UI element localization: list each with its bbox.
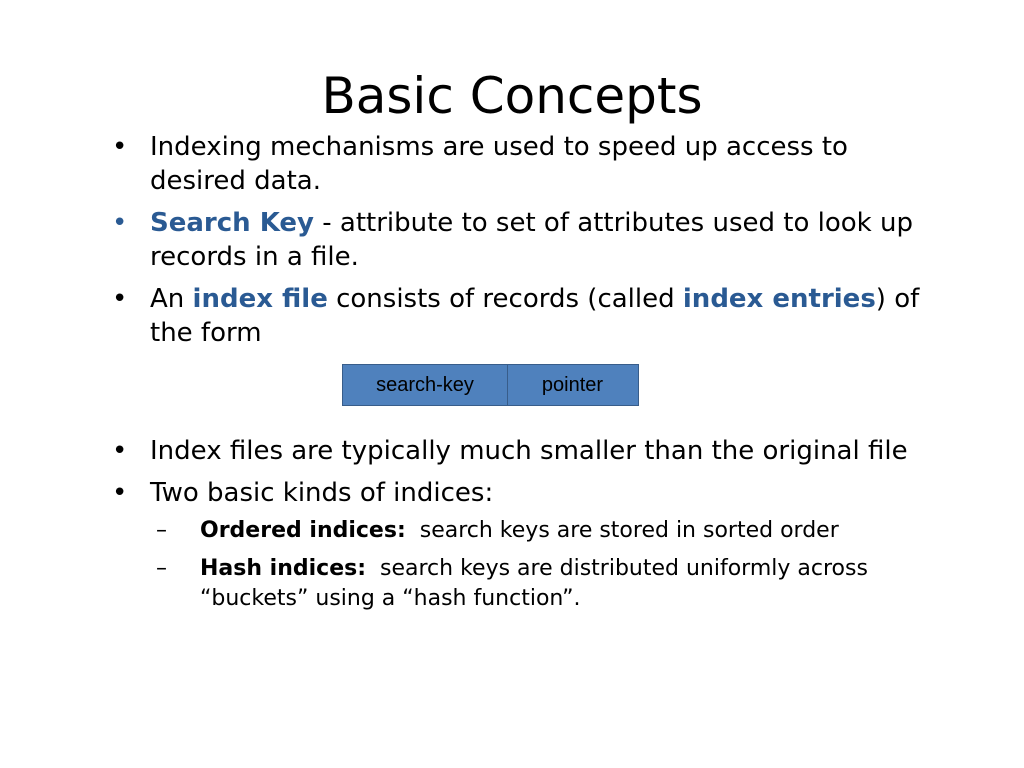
index-entries-term: index entries — [682, 284, 876, 314]
bullet-text: consists of records (called — [327, 284, 683, 314]
ordered-indices-term: Ordered indices: — [200, 518, 406, 543]
index-file-term: index file — [192, 284, 328, 314]
bullet-icon: • — [112, 436, 128, 466]
bullet-item-indexing: • Indexing mechanisms are used to speed … — [112, 130, 942, 198]
bullet-icon: • — [112, 284, 128, 314]
index-entry-diagram-row: search-key pointer — [112, 350, 942, 412]
bullet-item-index-size: • Index files are typically much smaller… — [112, 434, 942, 468]
bullet-item-kinds: • Two basic kinds of indices: — [112, 476, 942, 510]
bullet-text: Indexing mechanisms are used to speed up… — [150, 132, 848, 196]
sub-text: search keys are distributed uniformly ac… — [200, 556, 875, 611]
bullet-text: ) of the form — [150, 284, 920, 348]
search-key-field: search-key — [342, 364, 508, 406]
bullet-text: Two basic kinds of indices: — [150, 478, 494, 508]
sub-text: search keys are stored in sorted order — [405, 518, 839, 543]
slide-title: Basic Concepts — [321, 67, 703, 125]
bullet-icon: • — [112, 132, 128, 162]
bullet-list: • Indexing mechanisms are used to speed … — [112, 130, 942, 622]
bullet-text: An — [150, 284, 193, 314]
sub-item-hash: – Hash indices: search keys are distribu… — [156, 554, 942, 614]
pointer-field: pointer — [506, 364, 639, 406]
bullet-icon: • — [112, 208, 128, 238]
sub-item-ordered: – Ordered indices: search keys are store… — [156, 516, 942, 546]
bullet-item-index-file: • An index file consists of records (cal… — [112, 282, 942, 350]
dash-icon: – — [156, 556, 167, 581]
dash-icon: – — [156, 518, 167, 543]
bullet-item-search-key: • Search Key - attribute to set of attri… — [112, 206, 942, 274]
hash-indices-term: Hash indices: — [200, 556, 367, 581]
bullet-icon: • — [112, 478, 128, 508]
bullet-text: - attribute to set of attributes used to… — [150, 208, 913, 272]
index-entry-diagram: search-key pointer — [342, 364, 639, 406]
search-key-term: Search Key — [150, 208, 314, 238]
bullet-text: Index files are typically much smaller t… — [150, 436, 908, 466]
